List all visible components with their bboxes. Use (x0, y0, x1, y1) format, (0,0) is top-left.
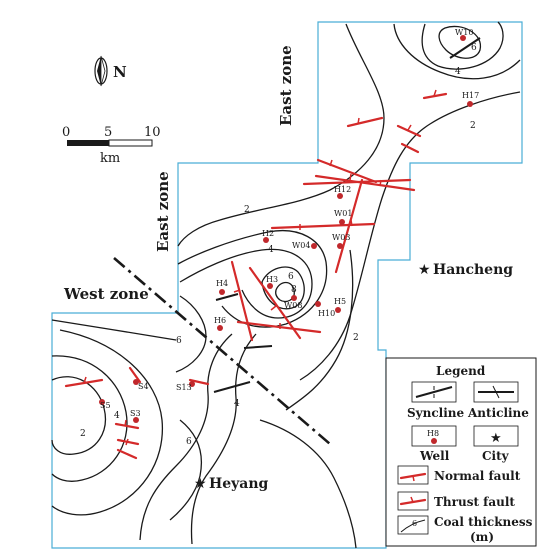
well-label-w10: W10 (455, 28, 473, 37)
zone-label-west: West zone (63, 285, 149, 303)
legend-coal-thickness-value: 6 (412, 519, 417, 528)
well-label-h5: H5 (334, 297, 346, 306)
legend-coal-thickness-unit: (m) (470, 530, 494, 544)
well-marker-h5 (335, 307, 341, 313)
well-label-s3: S3 (130, 409, 141, 418)
contour-label: 2 (80, 429, 86, 439)
contour-label: 6 (176, 336, 182, 346)
legend-city: City (482, 449, 510, 463)
well-marker-h4 (219, 289, 225, 295)
zone-label-east-upper: East zone (277, 45, 295, 126)
well-label-h10: H10 (318, 309, 335, 318)
legend-syncline: Syncline (407, 406, 465, 420)
zone-divide-line (113, 257, 331, 445)
contour-label: 4 (268, 245, 274, 255)
contour-label: 6 (186, 437, 192, 447)
well-marker-w10 (460, 35, 466, 41)
well-marker-h3 (267, 283, 273, 289)
contour-label: 8 (291, 285, 297, 295)
legend-title: Legend (436, 364, 486, 378)
well-marker-s4 (133, 379, 139, 385)
well-label-s4: S4 (138, 382, 149, 391)
well-label-h2: H2 (262, 229, 274, 238)
well-label-h17: H17 (462, 91, 479, 100)
well-marker-h12 (337, 193, 343, 199)
legend-anticline: Anticline (467, 406, 529, 420)
legend-normal-fault: Normal fault (434, 469, 521, 483)
well-marker-h2 (263, 237, 269, 243)
scale-unit: km (100, 151, 120, 166)
well-marker-h17 (467, 101, 473, 107)
well-marker-w04 (311, 243, 317, 249)
contour-label: 2 (244, 205, 250, 215)
well-label-h3: H3 (266, 275, 278, 284)
contour-label: 2 (353, 333, 359, 343)
city-label-hancheng: Hancheng (433, 262, 513, 278)
well-label-w01: W01 (334, 209, 352, 218)
north-label: N (113, 63, 127, 81)
city-label-heyang: Heyang (209, 476, 269, 492)
wells: W10 H17 H12 W01 H2 W04 W03 H3 W08 H4 H5 … (99, 28, 479, 423)
well-marker-h10 (315, 301, 321, 307)
north-arrow: N (94, 55, 127, 87)
contour-icon (400, 519, 426, 533)
legend-thrust-fault: Thrust fault (434, 495, 515, 509)
faults (64, 89, 448, 460)
well-label-s13: S13 (176, 383, 192, 392)
well-marker-h6 (217, 325, 223, 331)
city-heyang: ★ Heyang (194, 476, 269, 492)
study-area-boundary (51, 21, 523, 549)
well-marker-w01 (339, 219, 345, 225)
zone-label-east-lower: East zone (154, 171, 172, 252)
city-hancheng: ★ Hancheng (418, 262, 513, 278)
well-marker-w03 (337, 243, 343, 249)
city-star-icon: ★ (194, 476, 207, 492)
well-label-h4: H4 (216, 279, 228, 288)
contour-label: 6 (471, 43, 477, 53)
legend: Legend Syncline Anticline H8 Well ★ City… (385, 357, 537, 547)
scale-tick-0: 0 (62, 125, 70, 140)
well-label-h12: H12 (334, 185, 351, 194)
scale-tick-10: 10 (144, 125, 161, 140)
well-label-h6: H6 (214, 316, 226, 325)
well-marker-s13 (189, 381, 195, 387)
contour-labels: 6 4 2 2 4 6 8 2 6 4 2 4 6 (80, 43, 477, 447)
legend-well: Well (419, 449, 450, 463)
well-marker-s5 (99, 399, 105, 405)
well-label-s5: S5 (100, 401, 111, 410)
contour-label: 6 (288, 272, 294, 282)
well-icon (431, 438, 437, 444)
well-label-w04: W04 (292, 241, 310, 250)
contour-label: 2 (470, 121, 476, 131)
syncline-icon (415, 386, 453, 398)
well-marker-s3 (133, 417, 139, 423)
scale-tick-5: 5 (104, 125, 112, 140)
legend-well-sample: H8 (427, 429, 439, 438)
well-label-w03: W03 (332, 233, 350, 242)
contour-label: 4 (234, 399, 240, 409)
fold-axes (213, 37, 481, 393)
contour-label: 4 (455, 67, 461, 77)
well-label-w08: W08 (284, 301, 302, 310)
legend-coal-thickness: Coal thickness (434, 515, 533, 529)
star-icon: ★ (490, 431, 502, 446)
contour-label: 4 (114, 411, 120, 421)
scale-bar: 0 5 10 km (62, 125, 161, 166)
contour-lines (51, 21, 521, 549)
well-marker-w08 (291, 295, 297, 301)
city-star-icon: ★ (418, 262, 431, 278)
